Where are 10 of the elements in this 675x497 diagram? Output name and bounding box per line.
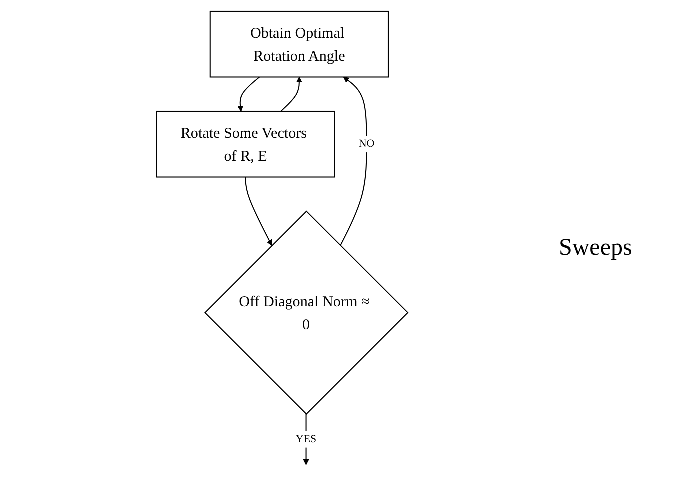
edge-label: NO xyxy=(358,138,375,150)
node-box: Rotate Some Vectors of R, E xyxy=(156,110,336,178)
arrow xyxy=(280,76,303,112)
arrow xyxy=(238,76,260,112)
edge-label: YES xyxy=(296,433,317,446)
annotation-text: Sweeps xyxy=(559,235,634,262)
arrow xyxy=(245,177,272,246)
node-diamond: Off Diagonal Norm ≈ 0 xyxy=(204,210,409,415)
arrow xyxy=(340,76,368,246)
node-box: Obtain Optimal Rotation Angle xyxy=(210,10,390,78)
